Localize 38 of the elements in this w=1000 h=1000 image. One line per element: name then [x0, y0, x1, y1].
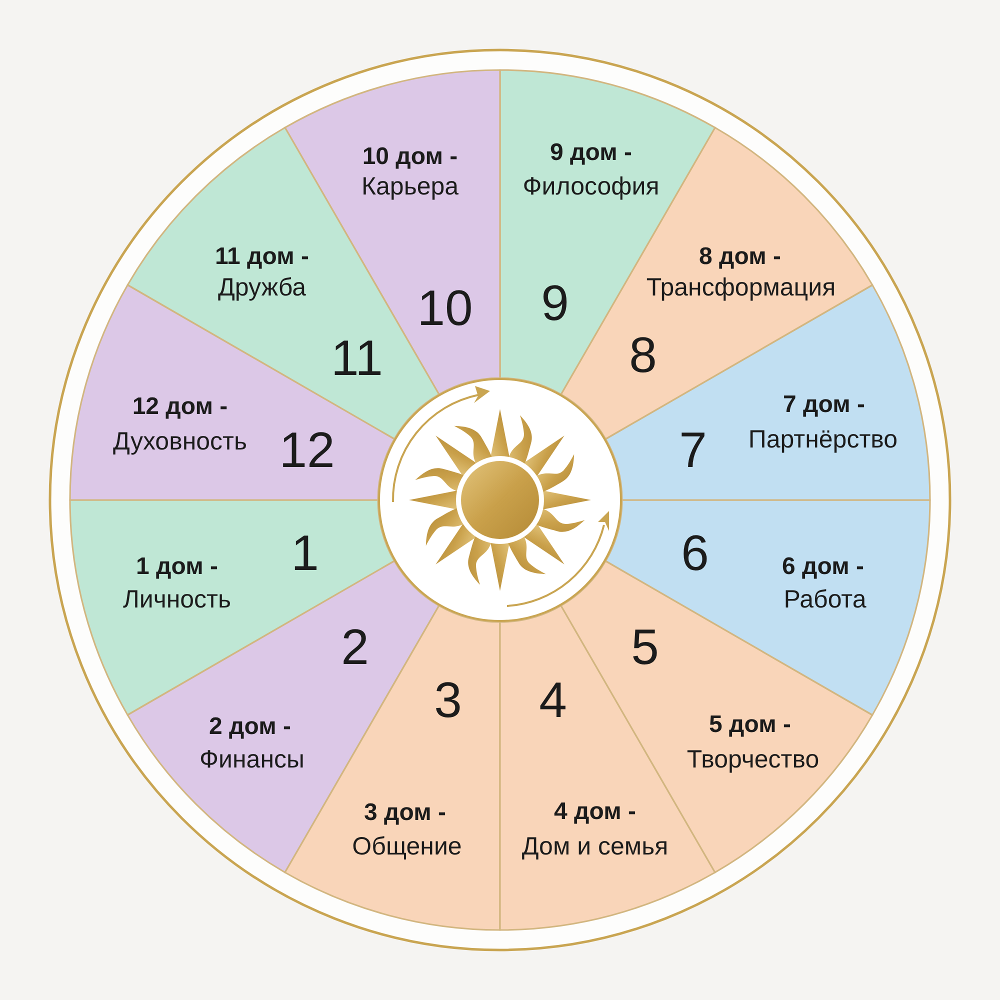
house-number: 11 [331, 333, 383, 383]
house-heading: 9 дом - [550, 138, 632, 168]
house-heading: 10 дом - [362, 142, 458, 172]
house-meaning: Трансформация [646, 272, 836, 304]
house-heading: 7 дом - [783, 390, 865, 420]
house-number: 12 [279, 425, 335, 475]
house-meaning: Работа [784, 584, 866, 616]
house-sector [604, 499, 931, 717]
house-heading: 3 дом - [364, 798, 446, 828]
house-meaning: Общение [352, 831, 462, 862]
house-meaning: Дружба [218, 272, 306, 304]
house-number: 9 [541, 278, 569, 328]
house-heading: 11 дом - [214, 242, 310, 272]
house-heading: 5 дом - [709, 710, 791, 740]
house-heading: 4 дом - [554, 797, 636, 827]
house-sector [69, 498, 396, 716]
house-meaning: Философия [522, 171, 660, 202]
house-number: 6 [681, 528, 709, 578]
house-heading: 12 дом - [132, 392, 228, 422]
house-meaning: Духовность [112, 426, 248, 458]
house-meaning: Творчество [686, 744, 820, 776]
house-number: 1 [291, 528, 319, 578]
house-meaning: Финансы [200, 744, 304, 776]
house-number: 8 [629, 330, 657, 380]
house-meaning: Партнёрство [748, 424, 898, 456]
house-meaning: Карьера [361, 171, 459, 202]
house-number: 7 [679, 425, 707, 475]
house-meaning: Дом и семья [522, 831, 668, 862]
house-heading: 1 дом - [136, 552, 218, 582]
house-heading: 8 дом - [699, 242, 781, 272]
house-heading: 2 дом - [209, 712, 291, 742]
house-meaning: Личность [122, 584, 232, 616]
house-number: 5 [631, 622, 659, 672]
house-number: 3 [434, 675, 462, 725]
house-number: 2 [341, 622, 369, 672]
house-heading: 6 дом - [782, 552, 864, 582]
house-number: 4 [539, 675, 567, 725]
house-number: 10 [417, 283, 473, 333]
